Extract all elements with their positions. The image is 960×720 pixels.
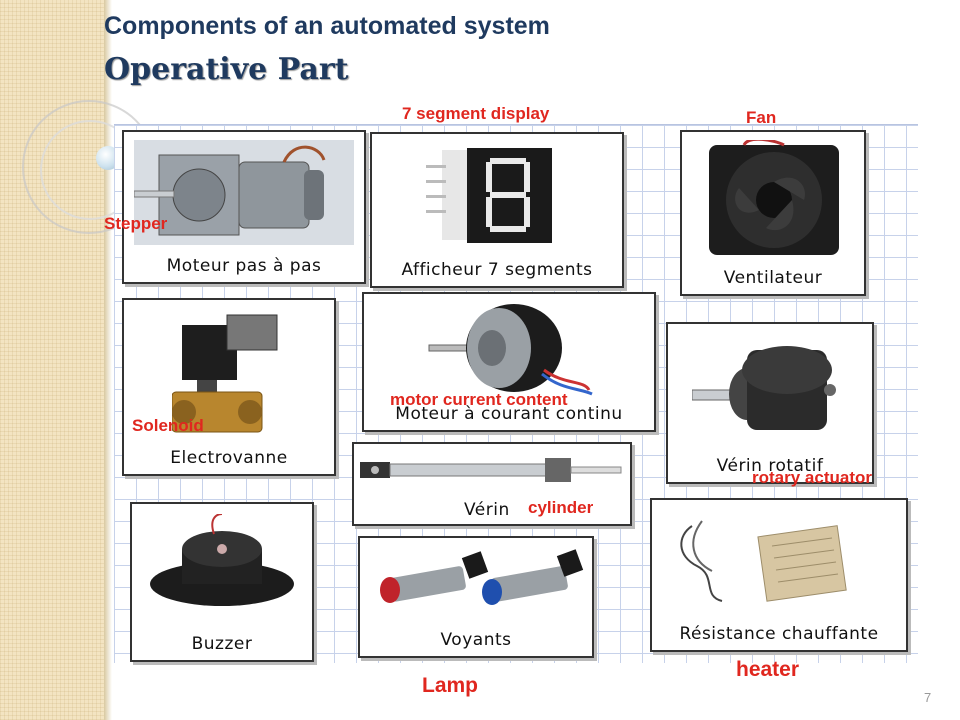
label-7-segment-display: 7 segment display (402, 104, 550, 123)
solenoid-valve-image (172, 314, 278, 433)
seven-segment-image (426, 148, 552, 243)
fan-image (709, 140, 839, 255)
label-heater: heater (736, 658, 800, 681)
card-solenoid-valve: Electrovanne (122, 298, 336, 476)
card-caption: Voyants (440, 630, 512, 650)
heating-resistor-image (680, 520, 847, 602)
cylinder-image (360, 458, 622, 482)
card-fan: Ventilateur (680, 130, 866, 296)
card-caption: Buzzer (191, 634, 253, 654)
card-caption: Electrovanne (170, 448, 288, 468)
card-caption: Résistance chauffante (679, 624, 879, 644)
card-indicator-lamps: Voyants (358, 536, 594, 658)
card-caption: Moteur pas à pas (166, 256, 322, 276)
card-cylinder: Vérin (352, 442, 632, 526)
stepper-motor-image (134, 140, 354, 245)
left-bar-edge (104, 0, 112, 720)
rotary-actuator-image (692, 346, 836, 430)
card-heating-resistor: Résistance chauffante (650, 498, 908, 652)
indicator-lamps-image (380, 549, 584, 605)
card-7-segment-display: Afficheur 7 segments (370, 132, 624, 288)
card-caption: Vérin (464, 500, 510, 520)
dc-motor-image (428, 304, 593, 396)
label-fan: Fan (746, 108, 777, 127)
card-caption: Moteur à courant continu (395, 404, 623, 424)
card-dc-motor: Moteur à courant continu (362, 292, 656, 432)
label-stepper: Stepper (104, 214, 168, 233)
card-buzzer: Buzzer (130, 502, 314, 662)
slide-title: Components of an automated system (104, 12, 550, 40)
label-cylinder: cylinder (528, 498, 594, 517)
card-caption: Afficheur 7 segments (401, 260, 593, 280)
card-caption: Ventilateur (723, 268, 823, 288)
label-solenoid: Solenoid (132, 416, 204, 435)
label-lamp: Lamp (422, 674, 479, 697)
label-motor-current-content: motor current content (390, 390, 568, 409)
buzzer-image (150, 514, 294, 606)
card-stepper-motor: Moteur pas à pas (122, 130, 366, 284)
card-rotary-actuator: Vérin rotatif (666, 322, 874, 484)
card-caption: Vérin rotatif (716, 456, 824, 476)
label-rotary-actuator: rotary actuator (752, 468, 872, 487)
page-number: 7 (924, 690, 932, 705)
slide-subtitle: Operative Part (104, 52, 349, 87)
